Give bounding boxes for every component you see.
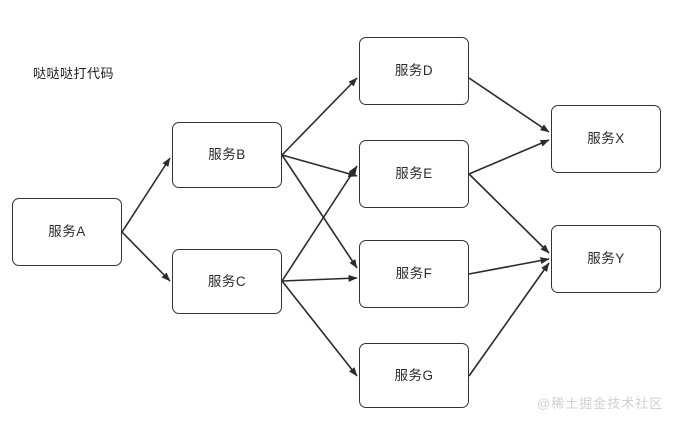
node-label: 服务A xyxy=(48,224,86,240)
node-x[interactable]: 服务X xyxy=(551,105,661,173)
node-d[interactable]: 服务D xyxy=(359,37,469,105)
node-b[interactable]: 服务B xyxy=(172,122,282,188)
watermark-text: @稀土掘金技术社区 xyxy=(537,396,664,411)
edge-b-to-d xyxy=(281,77,358,156)
edge-e-to-x xyxy=(468,139,550,175)
node-y[interactable]: 服务Y xyxy=(551,225,661,293)
edge-a-to-b xyxy=(121,157,171,233)
edge-c-to-e xyxy=(281,165,358,282)
node-label: 服务X xyxy=(587,131,625,147)
node-f[interactable]: 服务F xyxy=(359,240,469,308)
edge-c-to-f xyxy=(281,274,358,282)
node-g[interactable]: 服务G xyxy=(359,343,469,408)
node-label: 服务E xyxy=(395,166,433,182)
edge-b-to-e xyxy=(281,154,358,178)
edge-a-to-c xyxy=(121,231,171,282)
node-label: 服务F xyxy=(395,266,433,282)
node-label: 服务D xyxy=(394,63,434,79)
edge-b-to-f xyxy=(281,154,358,269)
node-label: 服务G xyxy=(394,367,434,383)
edge-g-to-y xyxy=(468,262,550,377)
node-e[interactable]: 服务E xyxy=(359,140,469,208)
node-label: 服务B xyxy=(208,147,246,163)
edge-f-to-y xyxy=(468,257,550,275)
node-label: 服务C xyxy=(207,273,247,289)
edge-c-to-g xyxy=(281,280,358,377)
diagram-caption: 哒哒哒打代码 xyxy=(33,66,115,81)
edge-d-to-x xyxy=(468,77,550,133)
node-label: 服务Y xyxy=(587,251,625,267)
node-a[interactable]: 服务A xyxy=(12,198,122,266)
edge-e-to-y xyxy=(468,173,550,254)
node-c[interactable]: 服务C xyxy=(172,249,282,314)
